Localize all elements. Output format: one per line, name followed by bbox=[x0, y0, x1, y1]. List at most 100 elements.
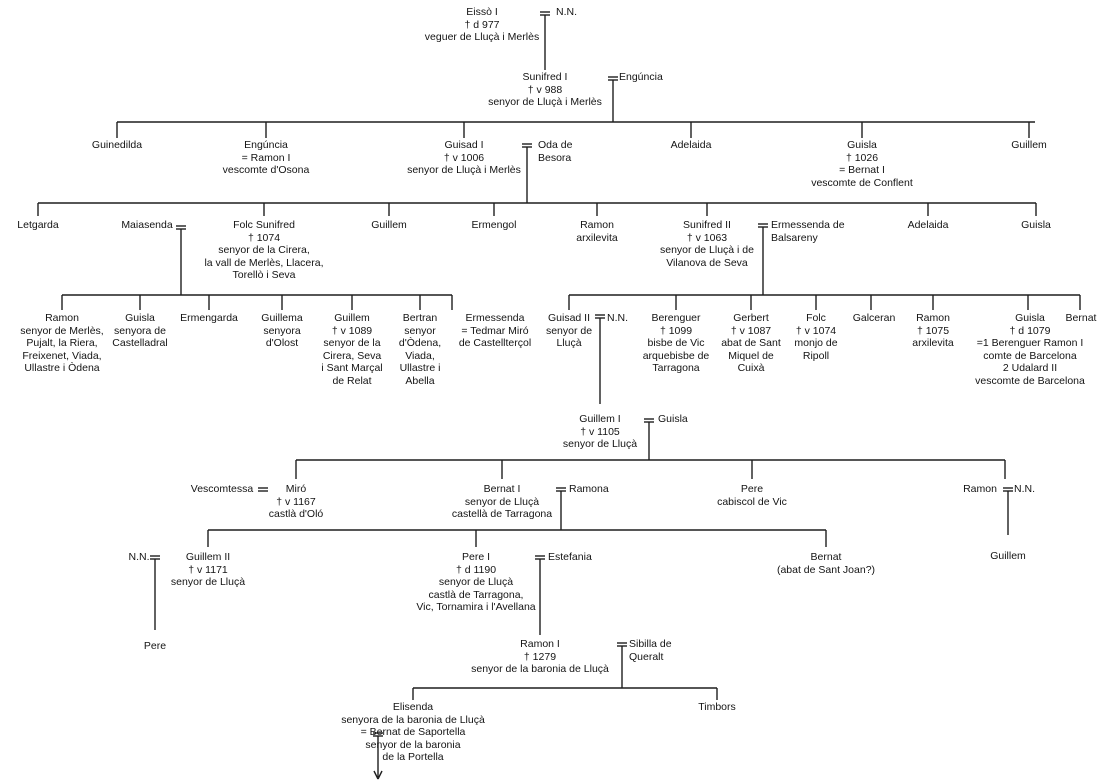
person-line: Ramon bbox=[45, 312, 79, 324]
person-line: Letgarda bbox=[17, 219, 59, 231]
person-line: castlà d'Oló bbox=[268, 508, 324, 520]
person-line: de la Portella bbox=[382, 751, 444, 763]
person-line: Ripoll bbox=[802, 349, 830, 362]
person-nn-2: N.N. bbox=[607, 312, 628, 325]
person-line: † v 1105 bbox=[580, 425, 620, 438]
person-line: senyor de Lluçà i de bbox=[660, 244, 754, 256]
person-line: = Bernat de Saportella bbox=[360, 726, 466, 738]
person-line: Oda de bbox=[538, 139, 573, 151]
person-line: Guillem bbox=[1011, 139, 1047, 151]
person-line: Maiasenda bbox=[121, 219, 173, 231]
person-line: Elisenda bbox=[392, 701, 434, 713]
person-line: † 1074 bbox=[247, 231, 281, 244]
person-line: † v 1063 bbox=[686, 231, 728, 244]
person-line: Pere I bbox=[461, 551, 491, 563]
person-line: (abat de Sant Joan?) bbox=[776, 563, 876, 576]
person-line: Vic, Tornamira i l'Avellana bbox=[416, 601, 536, 613]
person-line: Sunifred II bbox=[683, 219, 731, 231]
person-line: † v 1089 bbox=[331, 324, 373, 337]
person-line: Pujalt, la Riera, bbox=[26, 337, 98, 349]
person-line: Ullastre i Òdena bbox=[24, 362, 100, 374]
person-letgarda: Letgarda bbox=[17, 219, 58, 232]
person-line: † v 988 bbox=[527, 83, 563, 96]
person-line: veguer de Lluçà i Merlès bbox=[424, 31, 540, 43]
person-line: Guillem bbox=[334, 312, 370, 324]
person-line: senyora bbox=[263, 324, 301, 337]
person-vescomtessa: Vescomtessa bbox=[191, 483, 253, 496]
person-line: Balsareny bbox=[771, 231, 818, 244]
person-galceran: Galceran bbox=[853, 312, 896, 325]
person-line: N.N. bbox=[556, 6, 577, 18]
person-line: Guillema bbox=[261, 312, 303, 324]
person-line: senyor de Lluçà i Merlès bbox=[407, 164, 521, 176]
person-line: Guisad II bbox=[547, 312, 591, 324]
person-line: monjo de bbox=[794, 337, 838, 349]
person-guisla-4: Guisla bbox=[658, 413, 688, 426]
person-line: senyor bbox=[404, 324, 436, 337]
person-bernat-1: Bernat bbox=[1066, 312, 1097, 325]
person-line: † d 977 bbox=[464, 18, 500, 31]
person-line: senyora de bbox=[114, 324, 166, 337]
person-line: Ermengol bbox=[471, 219, 517, 231]
person-line: Ramon I bbox=[520, 638, 560, 650]
person-line: † d 1079 bbox=[1009, 324, 1051, 337]
person-timbors: Timbors bbox=[698, 701, 736, 714]
person-line: Guisla bbox=[1021, 219, 1051, 231]
person-line: Viada, bbox=[405, 349, 435, 362]
person-line: Pere bbox=[143, 640, 167, 652]
person-line: 2 Udalard II bbox=[1002, 362, 1058, 374]
person-ramon-3: Ramon bbox=[963, 483, 997, 496]
person-line: † v 1006 bbox=[443, 151, 485, 164]
person-line: Guillem II bbox=[185, 551, 231, 563]
person-line: Galceran bbox=[852, 312, 896, 324]
person-guinedilda: Guinedilda bbox=[92, 139, 142, 152]
person-line: i Sant Marçal bbox=[321, 362, 383, 374]
person-line: Guillem I bbox=[579, 413, 621, 425]
person-bernat-abat: Bernat(abat de Sant Joan?) bbox=[777, 551, 875, 576]
person-line: Adelaida bbox=[670, 139, 712, 151]
person-line: =1 Berenguer Ramon I bbox=[976, 337, 1084, 349]
person-line: bisbe de Vic bbox=[647, 337, 705, 349]
person-line: = Bernat I bbox=[839, 164, 885, 176]
person-line: senyora de la baronia de Lluçà bbox=[341, 713, 485, 726]
person-line: Lluçà bbox=[556, 337, 582, 349]
person-line: Bernat bbox=[810, 551, 842, 563]
person-line: arquebisbe de bbox=[642, 349, 710, 362]
person-ermengol: Ermengol bbox=[472, 219, 517, 232]
person-line: = Tedmar Miró bbox=[461, 324, 529, 337]
person-line: Folc Sunifred bbox=[233, 219, 295, 231]
descent-lines bbox=[37, 60, 1081, 780]
person-line: Pere bbox=[740, 483, 764, 495]
person-line: Bernat bbox=[1065, 312, 1097, 324]
person-line: Bertran bbox=[402, 312, 438, 324]
person-line: N.N. bbox=[1014, 483, 1035, 495]
person-line: Adelaida bbox=[907, 219, 949, 231]
person-line: Besora bbox=[538, 151, 572, 164]
person-guillem-2: Guillem bbox=[371, 219, 407, 232]
person-line: abat de Sant bbox=[721, 337, 781, 349]
person-line: Berenguer bbox=[651, 312, 701, 324]
person-line: Guisla bbox=[658, 413, 688, 425]
person-line: senyor de la baronia bbox=[365, 738, 461, 751]
person-line: senyor de Merlès, bbox=[20, 324, 104, 337]
person-line: Timbors bbox=[698, 701, 736, 713]
person-line: † d 1190 bbox=[455, 563, 497, 576]
person-line: Guillem bbox=[371, 219, 407, 231]
